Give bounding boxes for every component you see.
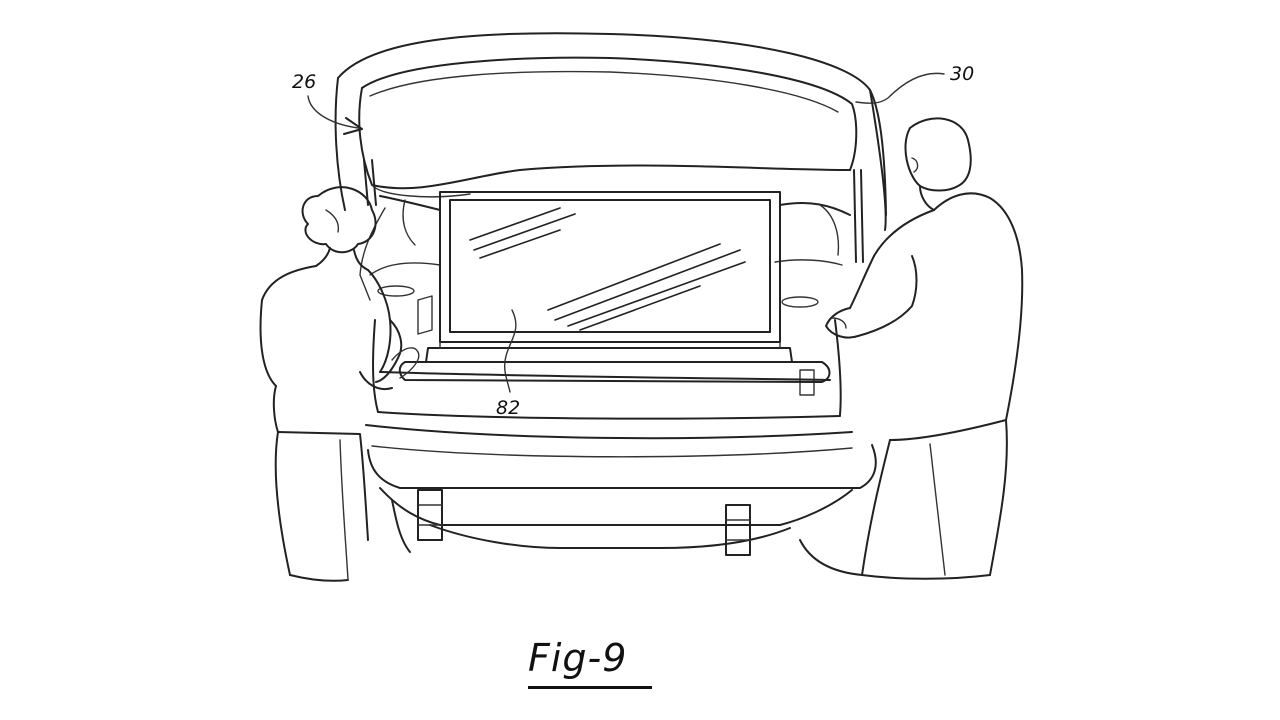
figure-label: Fig-9 [528,636,628,680]
person-left [259,186,420,582]
figure-label-underline [528,686,652,689]
reference-82: 82 [496,309,520,419]
liftgate-frame [334,32,887,263]
reference-30: 30 [855,63,974,104]
person-right [825,117,1024,580]
ref-label-30: 30 [950,63,974,85]
ref-label-82: 82 [496,397,520,419]
vehicle-body [359,195,877,576]
reference-26: 26 [292,71,363,135]
display-screen [398,191,831,383]
ref-label-26: 26 [292,71,316,93]
